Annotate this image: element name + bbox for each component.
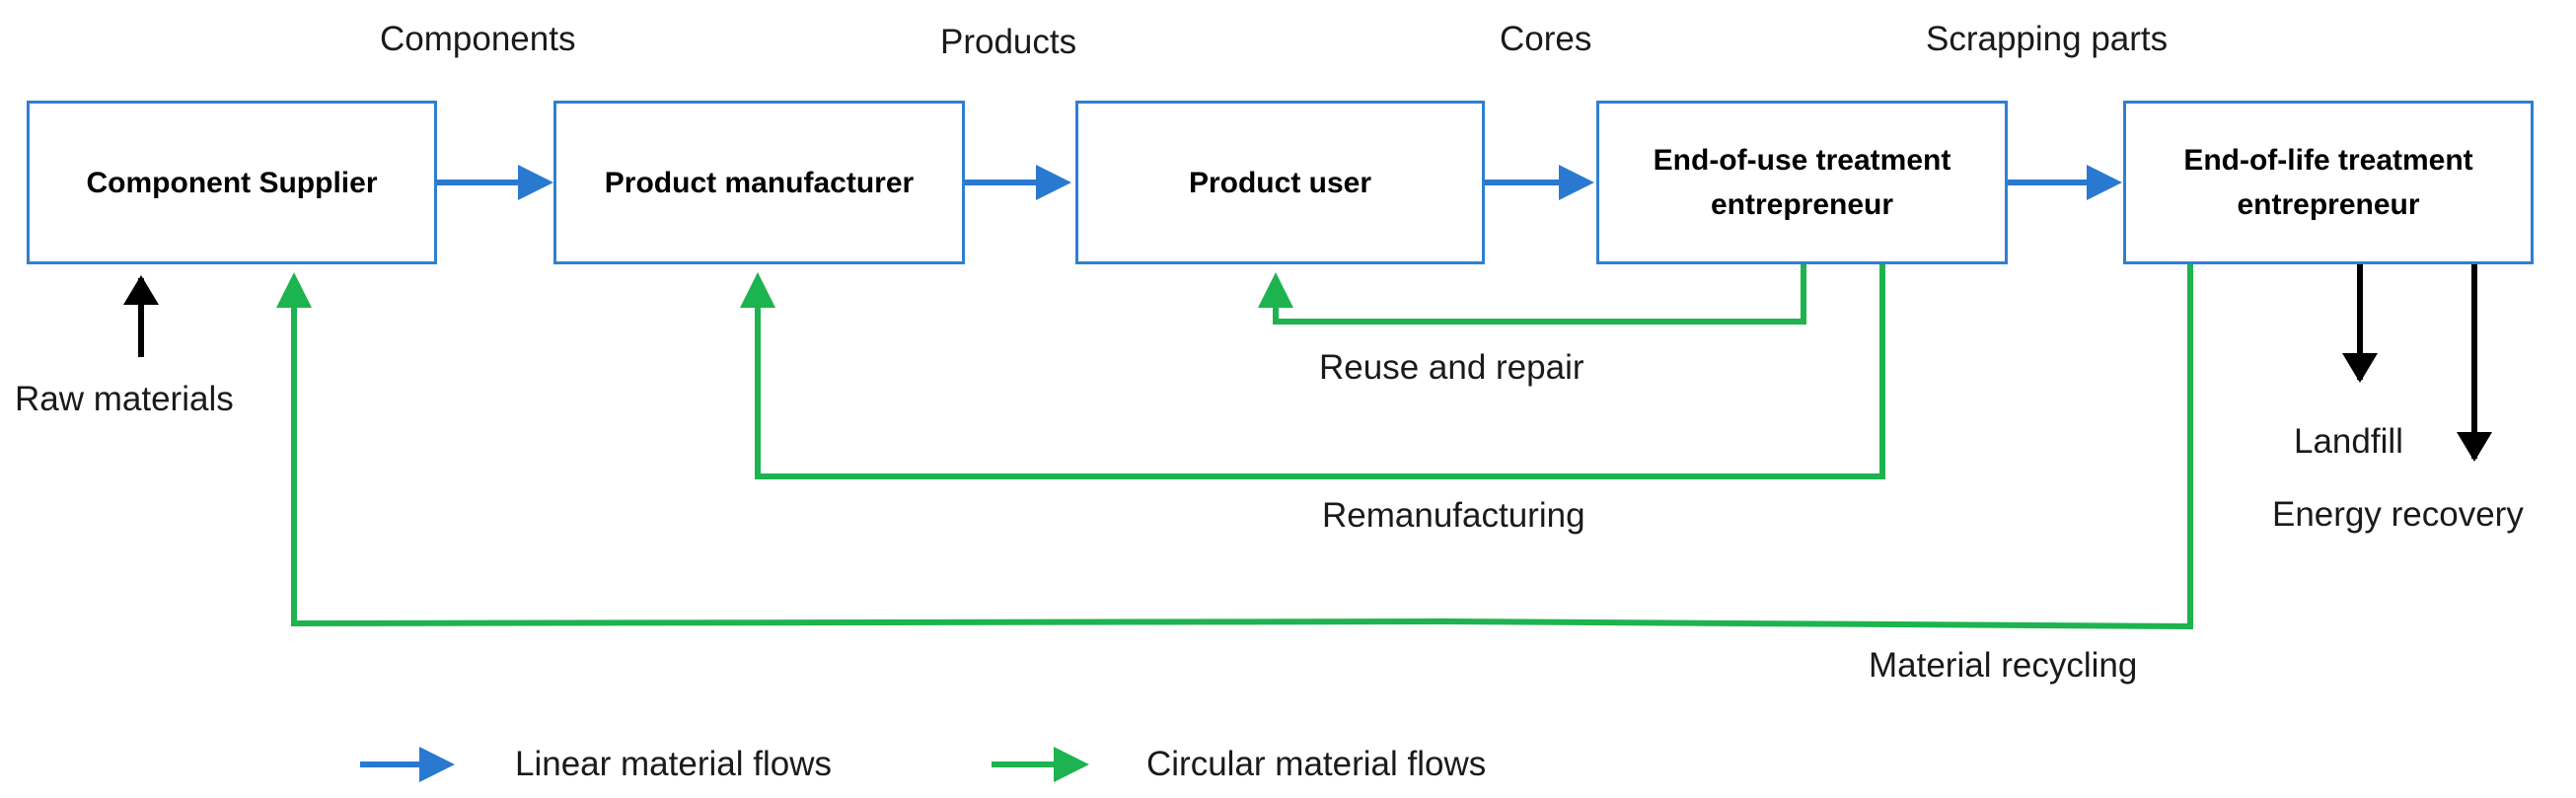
label-reuse-repair: Reuse and repair	[1319, 348, 1584, 387]
product-user-label: Product user	[1188, 166, 1372, 199]
end-of-use-box: End-of-use treatment entrepreneur	[1596, 101, 2008, 264]
end-of-life-label: End-of-life treatment entrepreneur	[2183, 144, 2473, 221]
label-products: Products	[940, 23, 1077, 61]
legend-circular-label: Circular material flows	[1146, 745, 1487, 783]
component-supplier-label: Component Supplier	[86, 166, 378, 199]
product-user-box: Product user	[1075, 101, 1485, 264]
end-of-life-box: End-of-life treatment entrepreneur	[2123, 101, 2534, 264]
legend-linear-label: Linear material flows	[515, 745, 832, 783]
loop-remanufacturing	[740, 264, 1885, 479]
label-scrapping-parts: Scrapping parts	[1926, 20, 2169, 58]
label-material-recycling: Material recycling	[1869, 646, 2138, 685]
product-manufacturer-label: Product manufacturer	[604, 166, 915, 199]
label-components: Components	[380, 20, 576, 58]
label-energy-recovery: Energy recovery	[2272, 495, 2524, 534]
loop-reuse-repair	[1258, 264, 1806, 325]
label-landfill: Landfill	[2294, 422, 2403, 461]
component-supplier-box: Component Supplier	[27, 101, 437, 264]
label-remanufacturing: Remanufacturing	[1322, 496, 1585, 535]
label-cores: Cores	[1500, 20, 1592, 58]
label-raw-materials: Raw materials	[15, 380, 234, 418]
product-manufacturer-box: Product manufacturer	[553, 101, 965, 264]
loop-material-recycling	[276, 264, 2193, 630]
end-of-use-label: End-of-use treatment entrepreneur	[1653, 144, 1951, 221]
